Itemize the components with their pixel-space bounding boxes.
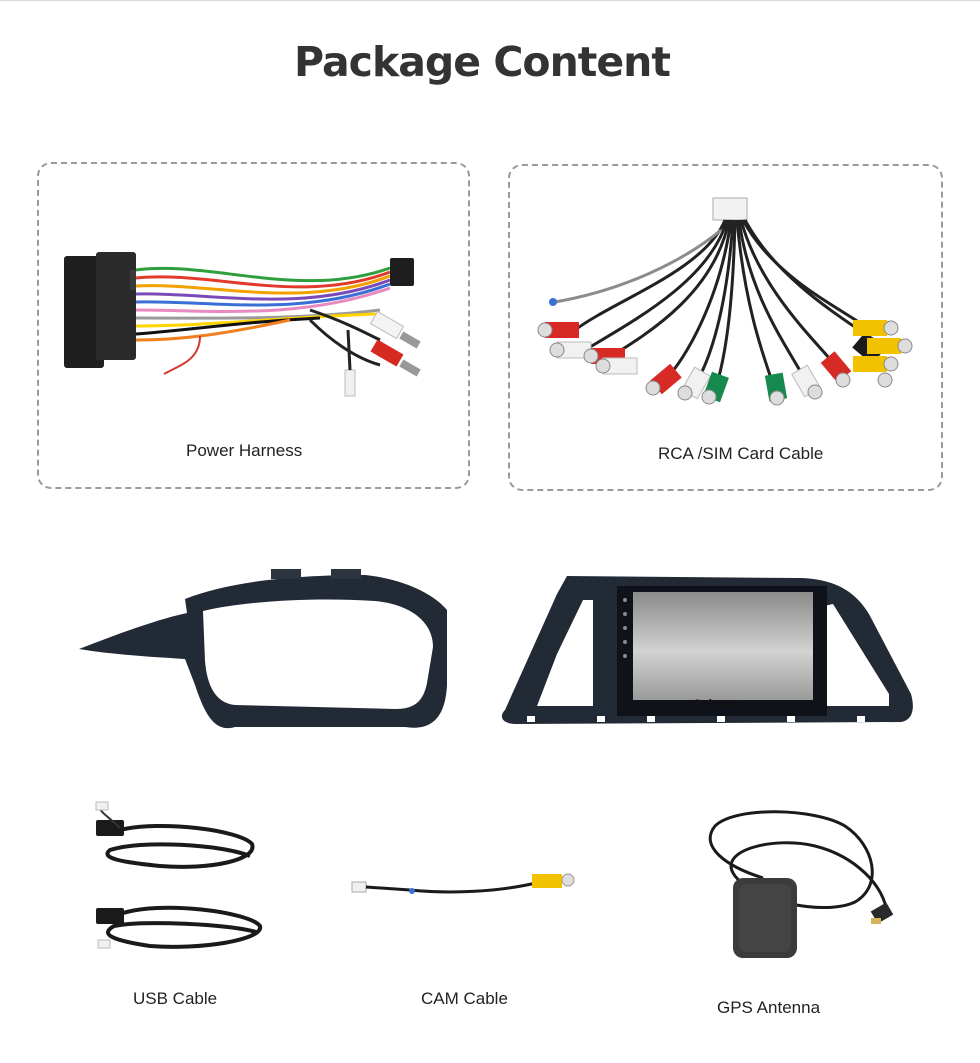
power-harness-card: [37, 162, 470, 489]
power-harness-label: Power Harness: [186, 441, 303, 460]
rca-sim-card-cable-label: RCA /SIM Card Cable: [658, 444, 824, 463]
rca-sim-card-cable-card: [508, 164, 943, 491]
page-title: Package Content: [294, 38, 671, 86]
screen-brand-logo: Seicane: [693, 697, 739, 711]
gps-antenna-image: [708, 810, 894, 958]
cam-cable-image: [351, 873, 575, 894]
gps-antenna-label: GPS Antenna: [717, 998, 821, 1017]
usb-cable-label: USB Cable: [133, 989, 218, 1008]
rca-sim-card-cable-image: [537, 197, 913, 406]
power-harness-image: [64, 252, 421, 397]
top-divider: [0, 0, 980, 1]
dash-bezel-frame-image: [79, 569, 447, 729]
cam-cable-label: CAM Cable: [421, 989, 508, 1008]
usb-cable-image: [95, 801, 262, 949]
head-unit-with-frame-image: [501, 576, 913, 724]
